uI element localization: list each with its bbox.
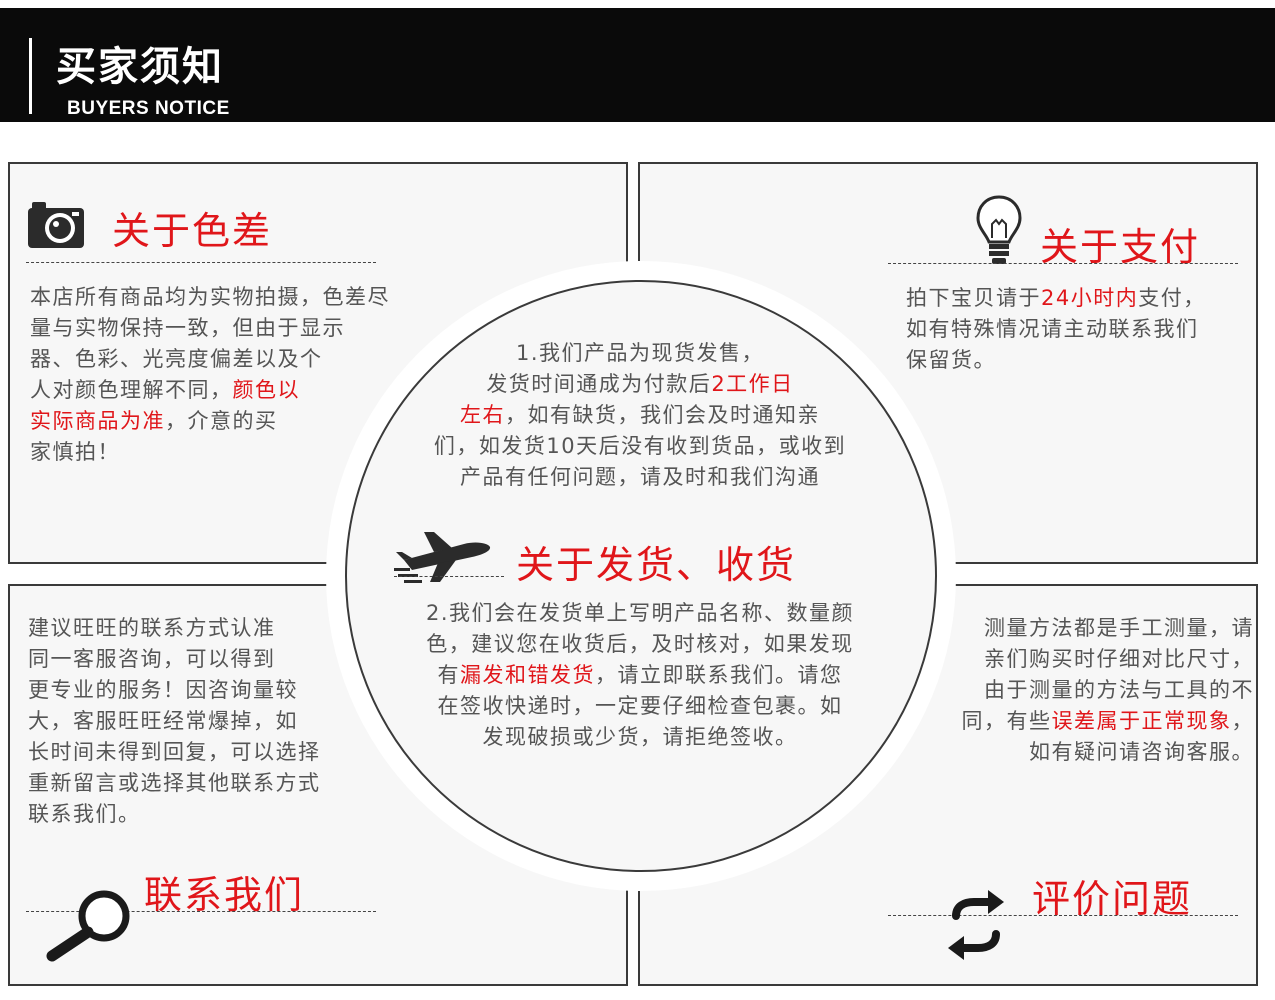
lightbulb-icon (976, 195, 1022, 264)
shipping-highlight: 2工作日 (711, 372, 794, 396)
shipping-line: 左右，如有缺货，我们会及时通知亲 (460, 403, 820, 427)
shipping-text-1: 1.我们产品为现货发售， 发货时间通成为付款后2工作日 左右，如有缺货，我们会及… (370, 338, 910, 493)
payment-line: 拍下宝贝请于24小时内支付， (906, 286, 1206, 310)
color-diff-line: 家慎拍！ (30, 440, 120, 464)
color-diff-title: 关于色差 (112, 209, 273, 253)
shipping-highlight: 左右 (460, 403, 505, 427)
page-title: 买家须知 (56, 44, 224, 90)
payment-text: 拍下宝贝请于24小时内支付， 如有特殊情况请主动联系我们 保留货。 (906, 283, 1206, 376)
review-line: 亲们购买时仔细对比尺寸， (984, 647, 1254, 671)
payment-line: 如有特殊情况请主动联系我们 (906, 317, 1199, 341)
review-text: 测量方法都是手工测量，请 亲们购买时仔细对比尺寸， 由于测量的方法与工具的不 同… (912, 613, 1254, 768)
review-line: 测量方法都是手工测量，请 (984, 616, 1254, 640)
contact-line: 更专业的服务！因咨询量较 (28, 678, 298, 702)
page-header: 买家须知 BUYERS NOTICE (0, 8, 1275, 122)
payment-divider (888, 263, 1238, 264)
shipping-title: 关于发货、收货 (516, 543, 797, 587)
color-diff-line: 量与实物保持一致，但由于显示 (30, 316, 345, 340)
page-subtitle: BUYERS NOTICE (67, 98, 230, 119)
review-line: 同，有些误差属于正常现象， (961, 709, 1254, 733)
contact-line: 重新留言或选择其他联系方式 (28, 771, 321, 795)
contact-title: 联系我们 (144, 873, 305, 917)
shipping-line: 发现破损或少货，请拒绝签收。 (482, 725, 798, 749)
contact-line: 联系我们。 (28, 802, 141, 826)
header-accent-bar (29, 38, 32, 114)
payment-line: 保留货。 (906, 348, 996, 372)
contact-text: 建议旺旺的联系方式认准 同一客服咨询，可以得到 更专业的服务！因咨询量较 大，客… (28, 613, 321, 830)
shipping-line: 发货时间通成为付款后2工作日 (486, 372, 794, 396)
shipping-line: 产品有任何问题，请及时和我们沟通 (460, 465, 820, 489)
shipping-text-2: 2.我们会在发货单上写明产品名称、数量颜 色，建议您在收货后，及时核对，如果发现… (360, 598, 920, 753)
payment-highlight: 24小时内 (1041, 286, 1139, 310)
contact-line: 长时间未得到回复，可以选择 (28, 740, 321, 764)
color-diff-line: 器、色彩、光亮度偏差以及个 (30, 347, 323, 371)
shipping-line: 们，如发货10天后没有收到货品，或收到 (433, 434, 847, 458)
shipping-divider (394, 576, 504, 577)
payment-title: 关于支付 (1040, 225, 1201, 269)
airplane-icon (394, 532, 491, 583)
color-diff-highlight: 实际商品为准 (30, 409, 165, 433)
color-diff-divider (26, 262, 376, 263)
review-divider (888, 915, 1238, 916)
contact-line: 同一客服咨询，可以得到 (28, 647, 276, 671)
color-diff-text: 本店所有商品均为实物拍摄，色差尽 量与实物保持一致，但由于显示 器、色彩、光亮度… (30, 282, 390, 468)
shipping-line: 1.我们产品为现货发售， (515, 341, 765, 365)
color-diff-line: 本店所有商品均为实物拍摄，色差尽 (30, 285, 390, 309)
contact-divider (26, 911, 376, 912)
review-highlight: 误差属于正常现象 (1051, 709, 1232, 733)
shipping-highlight: 漏发和错发货 (460, 663, 595, 687)
exchange-arrows-icon (948, 890, 1004, 960)
shipping-line: 在签收快递时，一定要仔细检查包裹。如 (437, 694, 843, 718)
shipping-line: 色，建议您在收货后，及时核对，如果发现 (426, 632, 854, 656)
review-line: 由于测量的方法与工具的不 (984, 678, 1254, 702)
shipping-line: 有漏发和错发货，请立即联系我们。请您 (437, 663, 843, 687)
review-line: 如有疑问请咨询客服。 (1029, 740, 1254, 764)
color-diff-highlight: 颜色以 (232, 378, 300, 402)
contact-line: 建议旺旺的联系方式认准 (28, 616, 276, 640)
color-diff-line: 人对颜色理解不同，颜色以 (30, 378, 300, 402)
color-diff-line: 实际商品为准，介意的买 (30, 409, 278, 433)
magnifier-icon (46, 890, 130, 962)
shipping-line: 2.我们会在发货单上写明产品名称、数量颜 (425, 601, 855, 625)
contact-line: 大，客服旺旺经常爆掉，如 (28, 709, 298, 733)
review-title: 评价问题 (1032, 877, 1193, 921)
camera-icon (28, 202, 84, 248)
